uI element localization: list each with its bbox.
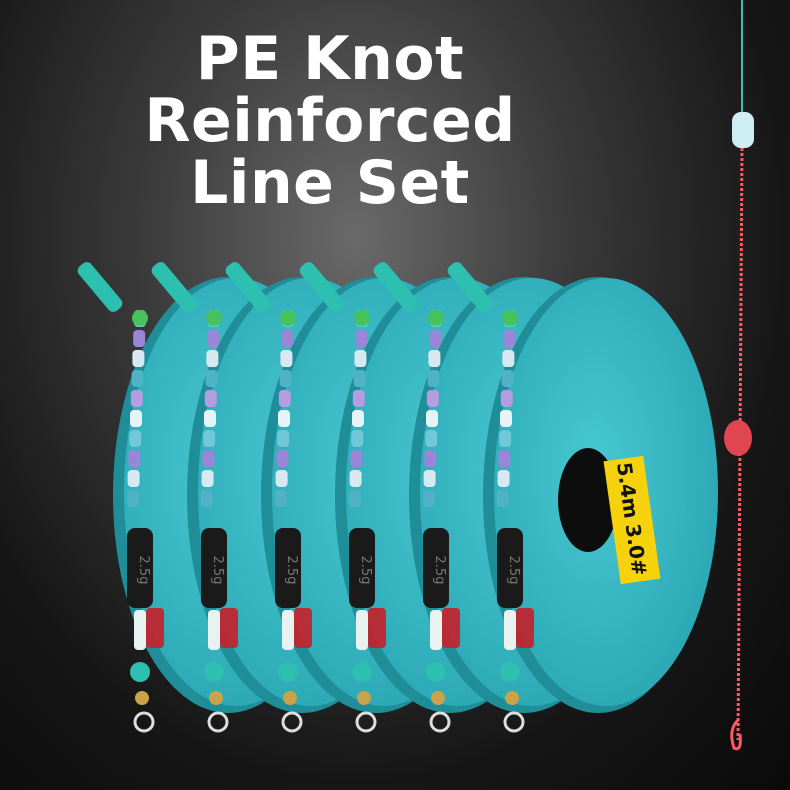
- green-bead: [354, 310, 370, 326]
- red-float-bead: [724, 420, 752, 456]
- hanging-line: [724, 0, 754, 751]
- bead: [355, 330, 368, 347]
- bead: [497, 470, 510, 487]
- bead: [425, 430, 438, 447]
- bead: [206, 350, 219, 367]
- bead: [349, 470, 362, 487]
- bead: [204, 410, 216, 427]
- bead: [127, 470, 140, 487]
- green-bead: [206, 310, 222, 326]
- green-bead: [280, 310, 296, 326]
- green-bead: [132, 310, 148, 326]
- title-line-1: PE Knot Reinforced: [144, 24, 516, 156]
- bead: [204, 390, 217, 407]
- bead: [499, 430, 512, 447]
- bead: [200, 490, 213, 507]
- bead: [130, 410, 142, 427]
- tube-tip: [225, 262, 271, 312]
- bead: [423, 470, 436, 487]
- product-title: PE Knot Reinforced Line Set: [0, 28, 660, 214]
- swivel-ring: [133, 711, 155, 733]
- bead: [201, 470, 214, 487]
- tube-tip: [77, 262, 123, 312]
- bead: [427, 370, 440, 387]
- bead: [277, 430, 290, 447]
- sinker-weight: [423, 528, 449, 608]
- swivel-ring: [355, 711, 377, 733]
- bead: [281, 330, 294, 347]
- bead: [351, 430, 364, 447]
- bead: [424, 450, 437, 467]
- sinker-print: 2.5g: [284, 556, 299, 585]
- bead: [207, 330, 220, 347]
- bead: [354, 350, 367, 367]
- bead: [500, 410, 512, 427]
- front-spool-details: 5.4m 3.0#: [558, 448, 661, 585]
- bead: [348, 490, 361, 507]
- bead: [502, 350, 515, 367]
- bead: [279, 370, 292, 387]
- bead: [429, 330, 442, 347]
- sinker-weight: [275, 528, 301, 608]
- bead: [129, 430, 142, 447]
- bead: [133, 330, 146, 347]
- sinker-weight: [349, 528, 375, 608]
- bead: [278, 410, 290, 427]
- bead: [498, 450, 511, 467]
- bead: [500, 390, 513, 407]
- bead: [275, 470, 288, 487]
- bead: [428, 350, 441, 367]
- bead: [202, 450, 215, 467]
- bead: [132, 350, 145, 367]
- bead: [276, 450, 289, 467]
- line-stopper-bead: [732, 112, 754, 148]
- bead: [128, 450, 141, 467]
- tube-tip: [299, 262, 345, 312]
- bead: [503, 330, 516, 347]
- green-bead: [428, 310, 444, 326]
- sinker-print: 2.5g: [358, 556, 373, 585]
- bead: [274, 490, 287, 507]
- spool-hole: [558, 448, 618, 552]
- swivel-ring: [207, 711, 229, 733]
- bead: [350, 450, 363, 467]
- bead: [203, 430, 216, 447]
- title-line-2: Line Set: [190, 148, 470, 218]
- bead: [131, 370, 144, 387]
- bead: [422, 490, 435, 507]
- sinker-print: 2.5g: [136, 556, 151, 585]
- green-bead: [502, 310, 518, 326]
- bead: [353, 370, 366, 387]
- sinker-weight: [201, 528, 227, 608]
- bead: [126, 490, 139, 507]
- bead: [280, 350, 293, 367]
- bead: [426, 410, 438, 427]
- sinker-print: 2.5g: [506, 556, 521, 585]
- sinker-weight: [127, 528, 153, 608]
- sinker-weight: [497, 528, 523, 608]
- sinker-print: 2.5g: [210, 556, 225, 585]
- bead: [278, 390, 291, 407]
- bead: [352, 390, 365, 407]
- spool-label-sticker: 5.4m 3.0#: [603, 455, 661, 585]
- swivel-ring: [503, 711, 525, 733]
- bead: [352, 410, 364, 427]
- bead: [426, 390, 439, 407]
- bead: [205, 370, 218, 387]
- sinker-print: 2.5g: [432, 556, 447, 585]
- bead: [496, 490, 509, 507]
- bead: [130, 390, 143, 407]
- swivel-ring: [429, 711, 451, 733]
- tube-tip: [373, 262, 419, 312]
- bead: [501, 370, 514, 387]
- swivel-ring: [281, 711, 303, 733]
- tube-tip: [447, 262, 493, 312]
- tube-tip: [151, 262, 197, 312]
